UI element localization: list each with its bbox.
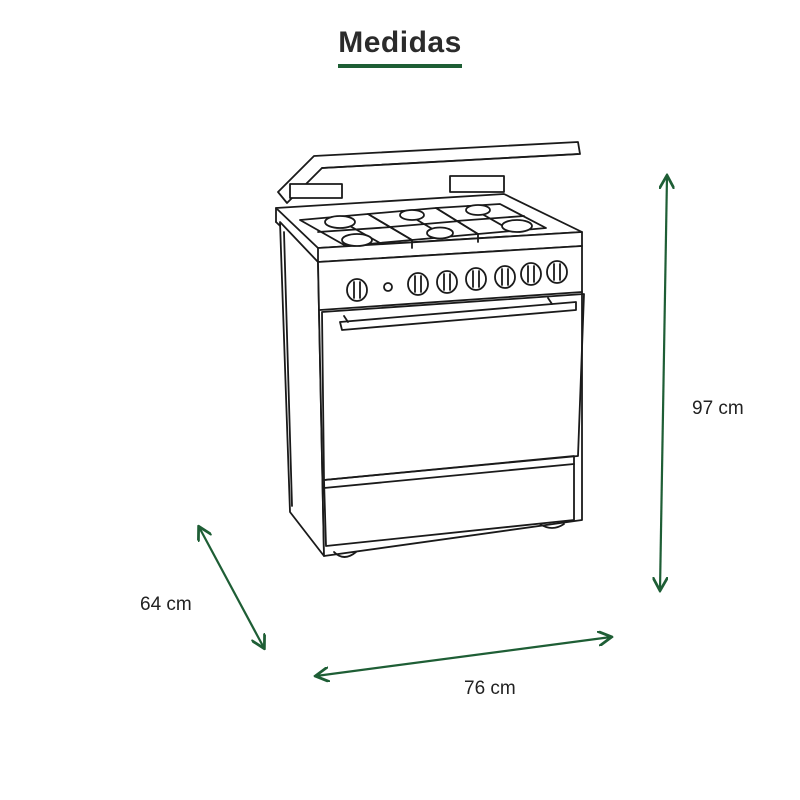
depth-label: 64 cm: [140, 594, 192, 615]
height-label: 97 cm: [692, 398, 744, 419]
title-container: Medidas: [0, 26, 800, 68]
oven-door: [321, 293, 585, 481]
control-panel: [319, 260, 583, 311]
stove-icon: [275, 141, 585, 558]
width-label: 76 cm: [464, 678, 516, 699]
stove-lid: [277, 141, 581, 204]
burners: [324, 204, 533, 247]
depth-arrow: [199, 527, 264, 648]
stove-feet: [333, 523, 565, 558]
bottom-drawer: [323, 455, 575, 547]
page-title: Medidas: [338, 26, 462, 68]
height-arrow: [660, 176, 667, 590]
dimension-arrows: [199, 176, 667, 676]
width-arrow: [316, 637, 611, 676]
knobs: [346, 260, 568, 302]
